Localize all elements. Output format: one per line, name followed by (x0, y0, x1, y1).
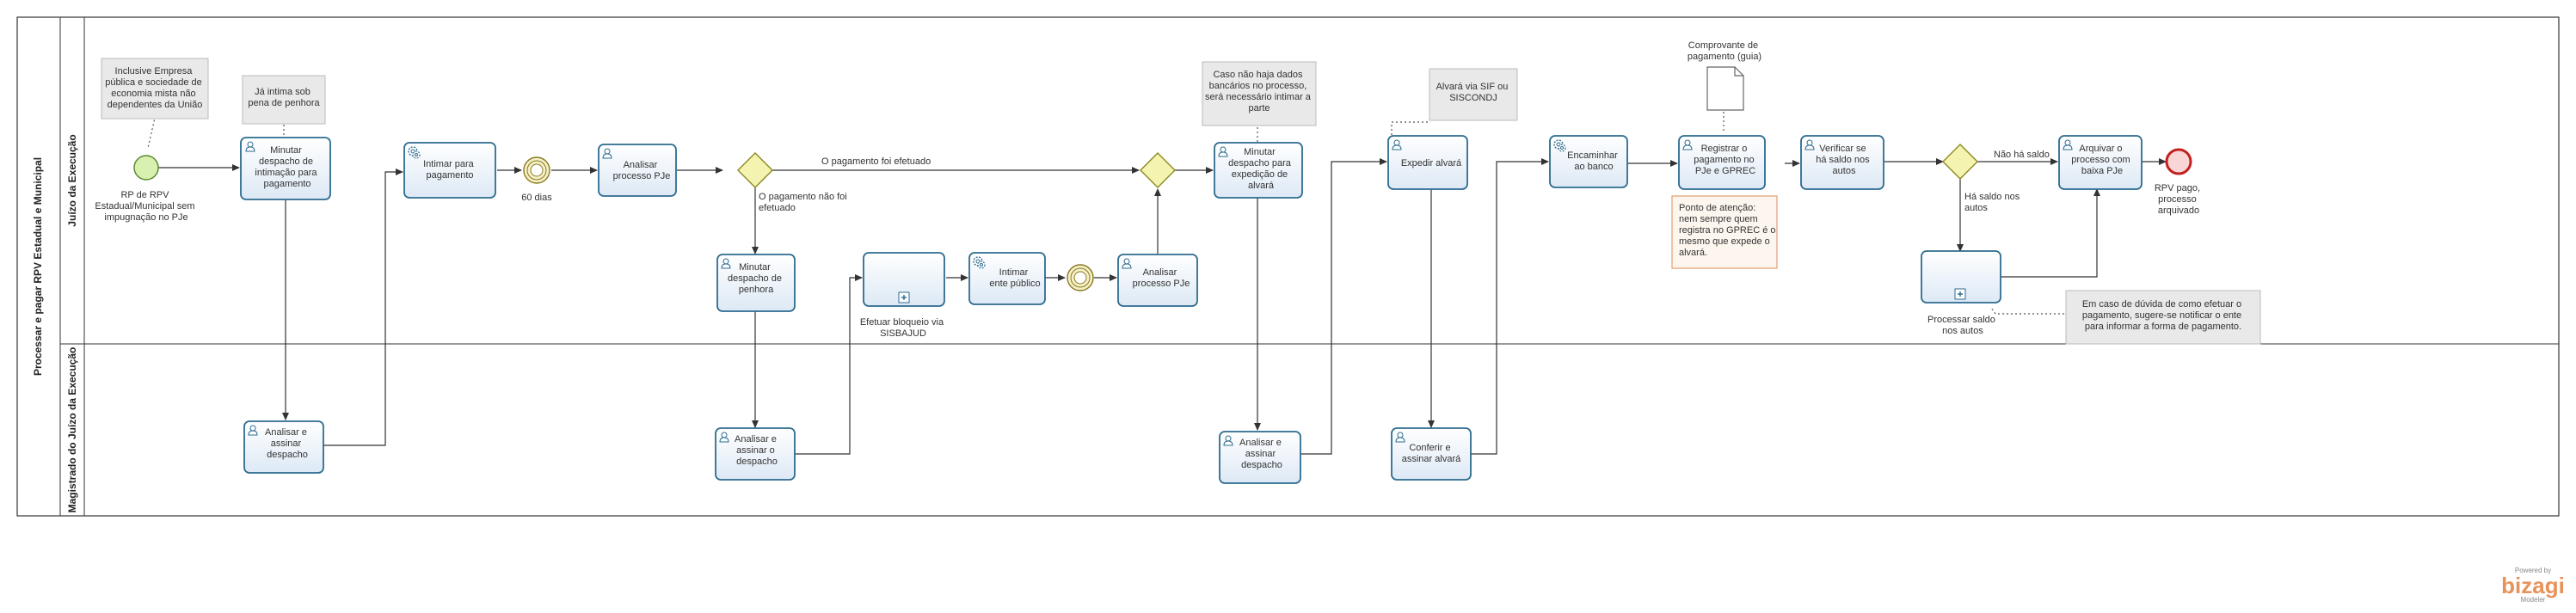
pool-title: Processar e pagar RPV Estadual e Municip… (32, 157, 44, 376)
bizagi-logo: Powered by bizagi Modeler (2501, 567, 2565, 604)
task-registrar-pagamento-label: Registrar o pagamento no PJe e GPREC (1694, 144, 1756, 176)
svg-text:Já intima sob pena de pe: Já intima sob pena de penhora (248, 87, 320, 108)
flow-label-nao-pago: O pagamento não foi efetuado (759, 192, 850, 213)
subprocess-bloqueio[interactable] (863, 252, 945, 307)
start-event-label: RP de RPV Estadual/Municipal sem impugna… (95, 190, 197, 223)
gateway-merge[interactable] (1140, 152, 1176, 188)
task-verificar-saldo[interactable]: Verificar se há saldo nos autos (1800, 135, 1884, 190)
task-analisar-pje-2-label: Analisar processo PJe (1133, 267, 1190, 289)
svg-text:Ponto de atenção: nem se: Ponto de atenção: nem sempre quem regist… (1679, 203, 1779, 258)
annotation-sif: Alvará via SIF ou SISCONDJ (1429, 68, 1518, 121)
lane-title-juizo: Juízo da Execução (66, 134, 78, 226)
task-intimar-pagamento[interactable]: Intimar para pagamento (403, 142, 496, 199)
gateway-saldo[interactable] (1942, 144, 1978, 180)
annotation-bancarios: Caso não haja dados bancários no process… (1202, 61, 1317, 126)
task-intimar-ente-label: Intimar ente público (989, 267, 1040, 289)
task-minutar-alvara-label: Minutar despacho para expedição de alvar… (1228, 147, 1294, 191)
svg-text:bizagi: bizagi (2501, 573, 2565, 598)
task-assinar-1[interactable]: Analisar e assinar despacho (243, 420, 324, 474)
task-assinar-3-label: Analisar e assinar despacho (1239, 438, 1284, 470)
end-event-label: RPV pago, processo arquivado (2155, 183, 2203, 216)
task-analisar-pje-1-label: Analisar processo PJe (613, 160, 671, 181)
svg-text:Modeler: Modeler (2521, 596, 2546, 604)
timer-event-2[interactable] (1067, 264, 1094, 291)
task-arquivar-label: Arquivar o processo com baixa PJe (2071, 144, 2133, 176)
task-expedir-alvara-label: Expedir alvará (1401, 158, 1462, 169)
lane-title-magistrado: Magistrado do Juízo da Execução (66, 347, 78, 513)
task-encaminhar-banco[interactable]: Encaminhar ao banco (1549, 135, 1628, 188)
task-verificar-saldo-label: Verificar se há saldo nos autos (1816, 144, 1872, 176)
task-conferir-alvara[interactable]: Conferir e assinar alvará (1391, 427, 1472, 481)
subprocess-saldo-label: Processar saldo nos autos (1927, 315, 1998, 336)
svg-text:Caso não haja dados banc: Caso não haja dados bancários no process… (1205, 70, 1313, 113)
task-expedir-alvara[interactable]: Expedir alvará (1387, 135, 1468, 190)
annotation-duvida: Em caso de dúvida de como efetuar o paga… (2065, 290, 2261, 345)
task-minutar-alvara[interactable]: Minutar despacho para expedição de alvar… (1214, 142, 1303, 199)
flow-label-pago: O pagamento foi efetuado (821, 156, 931, 167)
task-assinar-3[interactable]: Analisar e assinar despacho (1219, 431, 1301, 484)
sequence-flows (158, 158, 2167, 455)
svg-text:Alvará via SIF ou SISCON: Alvará via SIF ou SISCONDJ (1436, 82, 1511, 103)
document-icon (1706, 66, 1744, 111)
task-intimar-ente[interactable]: Intimar ente público (968, 252, 1046, 305)
svg-text:Em caso de dúvida de como efet: Em caso de dúvida de como efetuar o paga… (2082, 299, 2244, 332)
task-conferir-alvara-label: Conferir e assinar alvará (1402, 443, 1461, 464)
annotation-intima: Já intima sob pena de penhora (242, 75, 326, 125)
task-minutar-penhora[interactable]: Minutar despacho de penhora (716, 254, 796, 312)
task-minutar-penhora-label: Minutar despacho de penhora (728, 262, 784, 295)
artifact-label: Comprovante de pagamento (guia) (1688, 40, 1761, 62)
flow-label-nao-saldo: Não há saldo (1994, 150, 2050, 160)
task-minutar-intimacao-label: Minutar despacho de intimação para pagam… (255, 145, 319, 189)
start-event[interactable] (133, 155, 159, 181)
svg-text:Powered by: Powered by (2515, 567, 2551, 574)
task-minutar-intimacao[interactable]: Minutar despacho de intimação para pagam… (240, 137, 331, 200)
task-analisar-pje-2[interactable]: Analisar processo PJe (1117, 254, 1198, 307)
task-assinar-2[interactable]: Analisar e assinar o despacho (715, 427, 796, 481)
annotation-atencao: Ponto de atenção: nem sempre quem regist… (1671, 195, 1779, 269)
task-analisar-pje-1[interactable]: Analisar processo PJe (598, 144, 677, 197)
associations (147, 102, 2064, 315)
flow-label-ha-saldo: Há saldo nos autos (1964, 192, 2022, 213)
timer-label: 60 dias (521, 193, 552, 203)
timer-event[interactable] (523, 156, 550, 184)
subprocess-saldo[interactable] (1921, 250, 2001, 303)
annotation-empresa: Inclusive Empresa pública e sociedade de… (101, 58, 209, 120)
subprocess-bloqueio-label: Efetuar bloqueio via SISBAJUD (860, 317, 946, 339)
task-assinar-2-label: Analisar e assinar o despacho (735, 434, 779, 467)
end-event[interactable] (2165, 148, 2192, 175)
task-arquivar[interactable]: Arquivar o processo com baixa PJe (2058, 135, 2143, 190)
task-registrar-pagamento[interactable]: Registrar o pagamento no PJe e GPREC (1678, 135, 1766, 190)
task-encaminhar-banco-label: Encaminhar ao banco (1567, 150, 1620, 172)
task-assinar-1-label: Analisar e assinar despacho (265, 427, 310, 460)
task-intimar-pagamento-label: Intimar para pagamento (423, 159, 476, 181)
gateway-pagamento[interactable] (737, 152, 773, 188)
svg-text:Inclusive Empresa públic: Inclusive Empresa pública e sociedade de… (105, 66, 205, 110)
